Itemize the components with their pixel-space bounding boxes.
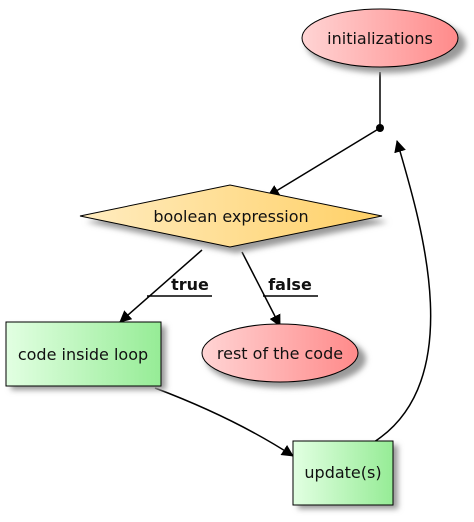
edge-junction-to-boolean-expression (267, 127, 381, 197)
edge-true-branch (119, 249, 203, 323)
edge-false-branch (241, 251, 281, 327)
rest-of-code-label: rest of the code (217, 344, 343, 363)
node-update: update(s) (292, 440, 394, 506)
node-boolean-expression: boolean expression (79, 184, 383, 248)
code-inside-loop-rect (5, 321, 162, 387)
rest-of-code-ellipse (201, 323, 359, 383)
junction-dot (376, 124, 384, 132)
node-rest-of-the-code: rest of the code (201, 323, 359, 383)
initializations-label: initializations (327, 29, 433, 48)
edge-code-to-update (154, 387, 294, 457)
initializations-ellipse (301, 8, 459, 68)
edges (119, 72, 432, 457)
node-initializations: initializations (301, 8, 459, 68)
code-inside-loop-label: code inside loop (18, 345, 148, 364)
true-edge-label: true (171, 275, 209, 294)
boolean-expression-diamond (79, 184, 383, 248)
update-label: update(s) (304, 463, 381, 482)
boolean-expression-label: boolean expression (153, 207, 308, 226)
false-edge-label: false (268, 275, 312, 294)
update-rect (292, 440, 394, 506)
edge-update-to-junction (373, 140, 432, 443)
node-code-inside-loop: code inside loop (5, 321, 162, 387)
node-shadows (11, 15, 466, 509)
